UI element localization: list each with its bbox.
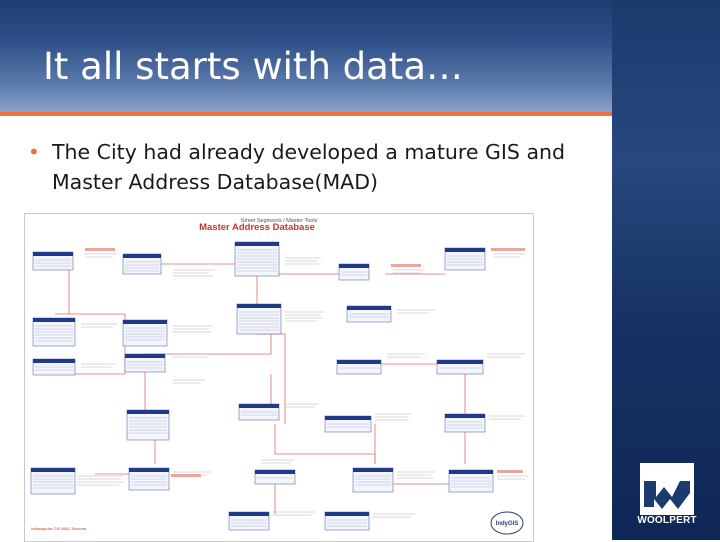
diagram-subtitle: Street Segments / Master Tools: [241, 218, 318, 224]
woolpert-logo-icon: [640, 463, 694, 515]
highlight-notes: [85, 248, 525, 477]
slide-title: It all starts with data…: [43, 45, 463, 88]
schema-tables: [30, 241, 494, 531]
title-rule: [0, 112, 612, 116]
schema-svg: Street Segments / Master Tools Master Ad…: [30, 218, 529, 535]
diagram-title: Master Address Database: [199, 222, 315, 233]
bullet-dot-icon: •: [28, 140, 40, 164]
mad-schema-diagram: Street Segments / Master Tools Master Ad…: [24, 213, 534, 542]
title-banner: [0, 0, 612, 112]
right-brand-strip: [612, 0, 720, 540]
indygis-badge: IndyGIS: [490, 511, 524, 535]
annotation-notes: [77, 253, 529, 518]
bullet-text: The City had already developed a mature …: [52, 140, 566, 194]
badge-text: IndyGIS: [496, 521, 519, 527]
woolpert-logo-text: WOOLPERT: [637, 515, 697, 526]
diagram-footer-text: Indianapolis GIS MAD Schema: [31, 526, 87, 531]
